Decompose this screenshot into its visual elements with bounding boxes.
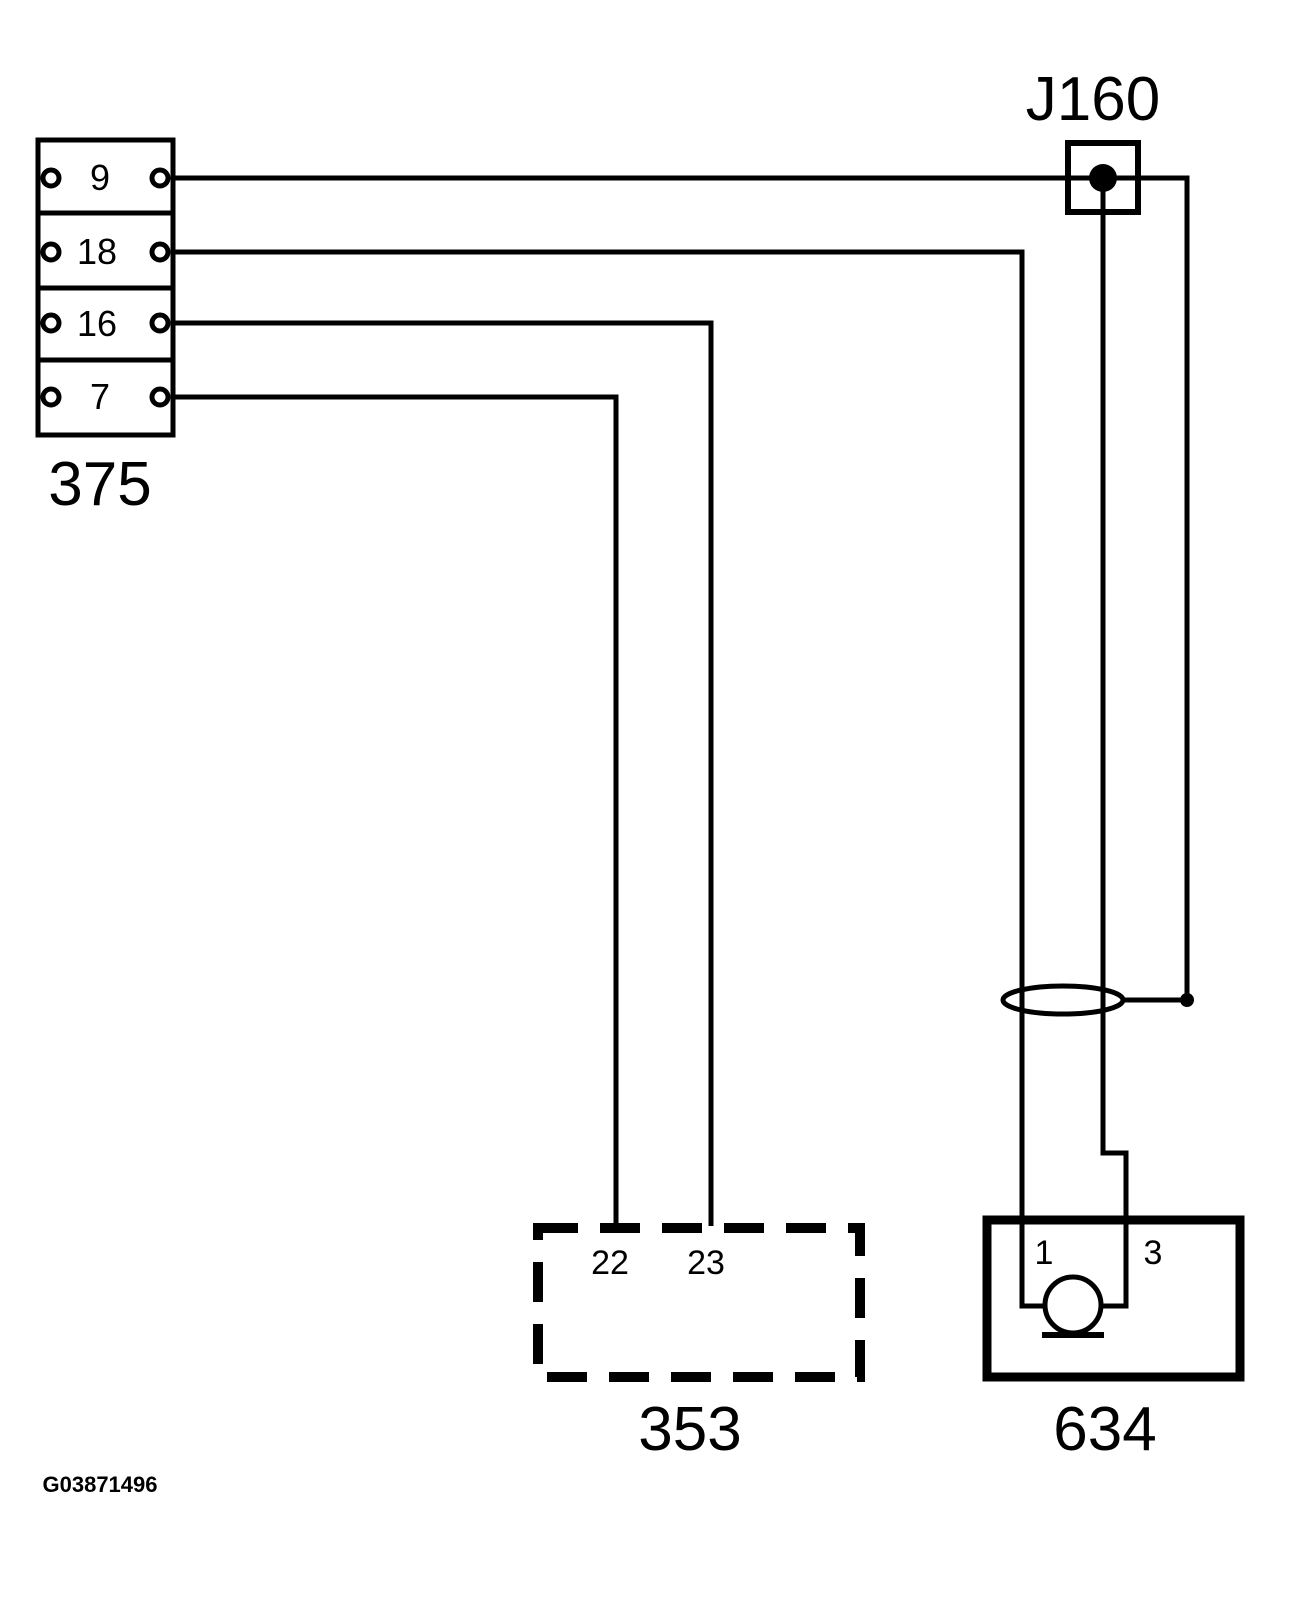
pin-contact-right: [149, 312, 171, 334]
connector-375: 9 18 16 7 375: [35, 137, 176, 519]
pin-contact-left: [40, 386, 62, 408]
connector-375-label: 375: [48, 450, 151, 519]
connector-pin-label: 18: [77, 231, 117, 272]
wire-pin-9: [173, 175, 1190, 1000]
figure-id: G03871496: [43, 1472, 158, 1497]
wire-pin-16: [173, 320, 714, 1226]
pin-contact-right: [149, 167, 171, 189]
component-pin-label: 1: [1035, 1234, 1054, 1272]
module-353-label: 353: [638, 1395, 741, 1464]
splice-j160: J160: [1026, 65, 1160, 215]
module-pin-label: 22: [591, 1244, 629, 1282]
wire-pin-18: [173, 249, 1046, 1309]
component-634: 1 3 634: [982, 1215, 1245, 1464]
module-pin-label: 23: [687, 1244, 725, 1282]
pin-contact-right: [149, 386, 171, 408]
module-353-dashed-outline: [533, 1223, 865, 1382]
pin-contact-left: [40, 312, 62, 334]
connector-pin-label: 16: [77, 303, 117, 344]
splice-dot: [1089, 164, 1117, 192]
splice-label: J160: [1026, 65, 1160, 134]
cable-shield: [1000, 983, 1126, 1017]
splice-box: [1065, 140, 1141, 215]
wire-pin-7: [173, 394, 619, 1226]
wire-j160-to-634-pin-3: [1100, 178, 1129, 1309]
wires: [173, 175, 1194, 1309]
pin-contact-right: [149, 241, 171, 263]
pin-contact-left: [40, 241, 62, 263]
connector-pin-label: 7: [90, 376, 110, 417]
component-634-outline: [982, 1215, 1245, 1382]
pin-contact-left: [40, 167, 62, 189]
module-353: 22 23 353: [533, 1223, 865, 1464]
shield-junction-dot: [1180, 993, 1194, 1007]
connector-pin-label: 9: [90, 157, 110, 198]
motor-icon: [1042, 1274, 1104, 1336]
component-pin-label: 3: [1144, 1234, 1163, 1272]
component-634-label: 634: [1053, 1395, 1156, 1464]
